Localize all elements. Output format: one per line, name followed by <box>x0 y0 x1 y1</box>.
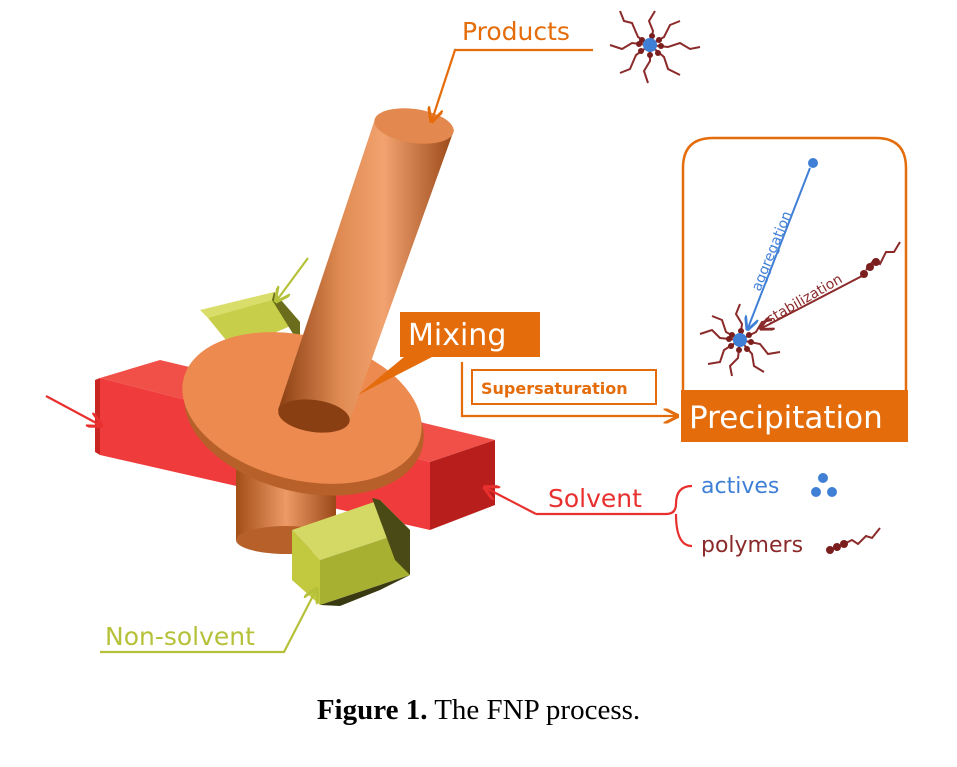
non-solvent-label: Non-solvent <box>105 622 255 651</box>
caption-label: Figure 1. <box>316 694 428 726</box>
precipitation-panel: Precipitation aggregation stabilization <box>681 136 908 442</box>
figure-caption: Figure 1. The FNP process. <box>0 694 957 727</box>
products-label: Products <box>462 17 570 46</box>
non-solvent-inlet-back <box>200 292 300 350</box>
supersaturation-flow: Supersaturation <box>460 362 676 416</box>
solvent-label: Solvent <box>548 484 642 513</box>
precipitated-nanoparticle-icon <box>699 303 781 377</box>
caption-text: The FNP process. <box>434 694 641 726</box>
polymers-icon <box>826 527 881 554</box>
active-particle-icon <box>808 158 818 168</box>
precipitation-label: Precipitation <box>689 400 883 436</box>
products-callout: Products <box>432 17 593 120</box>
actives-icon <box>811 473 837 497</box>
mixing-label: Mixing <box>408 318 506 353</box>
actives-label: actives <box>701 474 779 499</box>
solvent-callout: Solvent actives polymers <box>486 473 881 558</box>
supersaturation-label: Supersaturation <box>481 379 628 398</box>
non-solvent-inlet-front <box>292 498 410 606</box>
polymer-chain-icon <box>860 241 901 278</box>
solvent-inlet-arrow <box>45 395 100 425</box>
non-solvent-top-arrow <box>277 257 309 300</box>
mixer-apparatus <box>95 108 495 606</box>
polymers-label: polymers <box>701 533 803 558</box>
non-solvent-callout: Non-solvent <box>100 590 316 654</box>
nanoparticle-icon <box>609 10 701 84</box>
mixing-callout: Mixing <box>358 312 540 395</box>
